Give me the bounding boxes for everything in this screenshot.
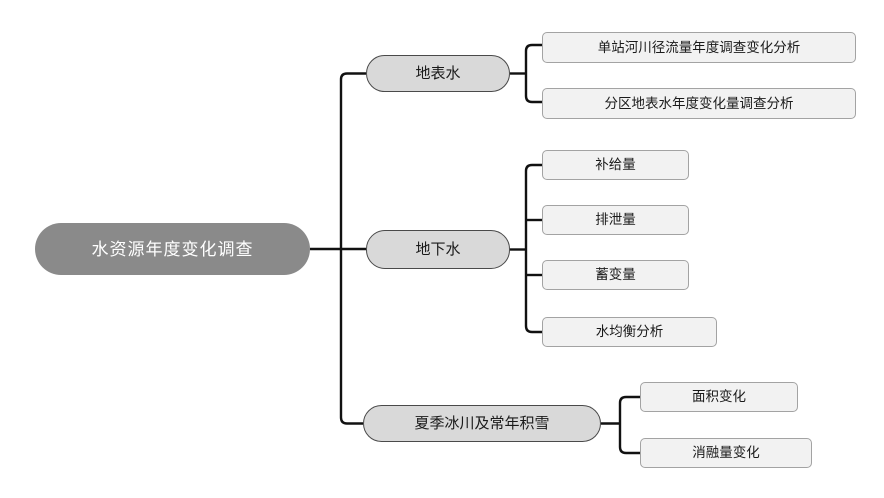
leaf-topic-ablation-change[interactable]: 消融量变化 [640, 438, 812, 468]
connector-main-trunk [339, 72, 366, 425]
connector-ground-trunk [524, 163, 542, 334]
leaf-topic-water-balance-analysis[interactable]: 水均衡分析 [542, 317, 717, 347]
root-topic[interactable]: 水资源年度变化调查 [35, 223, 310, 275]
branch-topic-surface-water[interactable]: 地表水 [366, 55, 510, 92]
leaf-topic-storage-change[interactable]: 蓄变量 [542, 260, 689, 290]
branch-topic-ground-water[interactable]: 地下水 [366, 230, 510, 269]
leaf-topic-area-change[interactable]: 面积变化 [640, 382, 798, 412]
connector-glacier-trunk [618, 395, 640, 455]
leaf-topic-recharge-amount[interactable]: 补给量 [542, 150, 689, 180]
leaf-topic-single-station-runoff-analysis[interactable]: 单站河川径流量年度调查变化分析 [542, 32, 856, 63]
branch-topic-glacier-snow[interactable]: 夏季冰川及常年积雪 [363, 405, 601, 442]
connector-surface-trunk [524, 43, 542, 104]
leaf-topic-discharge-amount[interactable]: 排泄量 [542, 205, 689, 235]
leaf-topic-zoned-surface-water-analysis[interactable]: 分区地表水年度变化量调查分析 [542, 88, 856, 119]
